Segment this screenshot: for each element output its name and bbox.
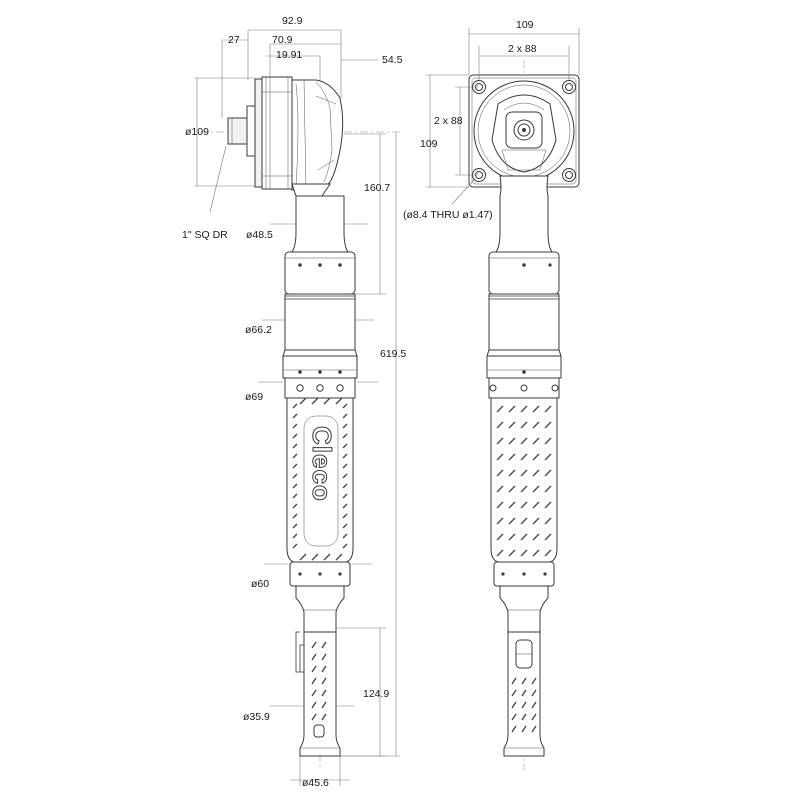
hole-note: (ø8.4 THRU ø1.47) bbox=[403, 209, 493, 221]
logo-badge: Cleco bbox=[303, 415, 339, 547]
dim-109-side: 109 bbox=[420, 138, 438, 150]
dim-2x88-vertical: 2 x 88 bbox=[434, 115, 463, 127]
mounting-flange bbox=[468, 74, 580, 188]
angle-gear-head bbox=[291, 79, 344, 197]
front-end-grip-texture bbox=[511, 677, 537, 733]
front-view: 109 2 x 88 2 x 88 109 (ø8.4 THRU ø1.47) bbox=[403, 19, 580, 770]
main-grip-texture bbox=[292, 397, 348, 561]
dim-d48-5: ø48.5 bbox=[246, 229, 273, 241]
side-view: Cleco bbox=[182, 15, 406, 789]
square-drive bbox=[227, 105, 256, 157]
main-grip: Cleco bbox=[286, 397, 354, 587]
dim-d35-9: ø35.9 bbox=[243, 711, 270, 723]
mounting-hole-br bbox=[562, 168, 576, 182]
dim-92-9: 92.9 bbox=[282, 15, 303, 27]
cleco-logo: Cleco bbox=[307, 426, 337, 502]
square-drive-label: 1" SQ DR bbox=[182, 229, 228, 241]
dim-160-7: 160.7 bbox=[364, 182, 390, 194]
front-neck bbox=[495, 175, 553, 253]
dim-d45-6: ø45.6 bbox=[302, 777, 329, 789]
dim-27: 27 bbox=[228, 34, 240, 46]
motor-housing bbox=[282, 251, 358, 399]
neck-tube bbox=[291, 195, 349, 253]
front-dimensions bbox=[426, 28, 580, 205]
end-grip-texture bbox=[311, 641, 327, 721]
dim-d109: ø109 bbox=[185, 126, 209, 138]
dim-109-top: 109 bbox=[516, 19, 534, 31]
side-dimensions bbox=[194, 29, 400, 786]
dim-124-9: 124.9 bbox=[363, 688, 389, 700]
front-lower-tube bbox=[499, 585, 549, 633]
dim-19-91: 19.91 bbox=[276, 49, 302, 61]
front-end-grip bbox=[503, 631, 545, 757]
dim-d60: ø60 bbox=[251, 578, 269, 590]
dim-2x88-horizontal: 2 x 88 bbox=[508, 43, 537, 55]
dim-54-5: 54.5 bbox=[382, 54, 403, 66]
dim-d69: ø69 bbox=[245, 391, 263, 403]
dim-70-9: 70.9 bbox=[272, 34, 293, 46]
mounting-hole-tr bbox=[562, 80, 576, 94]
head-flange bbox=[254, 76, 293, 190]
front-main-grip bbox=[490, 397, 558, 587]
dim-619-5: 619.5 bbox=[380, 348, 406, 360]
end-grip bbox=[299, 631, 341, 757]
front-grip-texture bbox=[496, 405, 552, 557]
front-motor-housing bbox=[486, 251, 562, 399]
dim-d66-2: ø66.2 bbox=[245, 324, 272, 336]
